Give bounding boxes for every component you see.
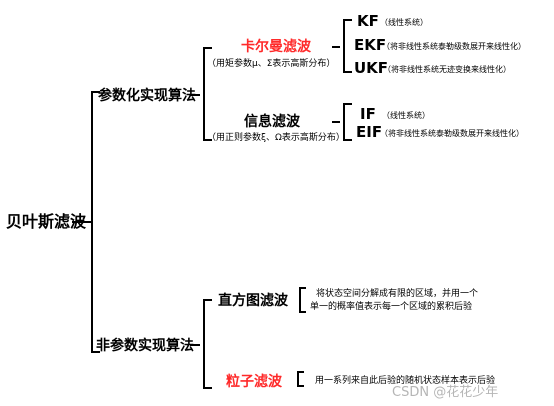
if-desc: （线性系统）	[382, 111, 430, 120]
particle-desc: 用一系列来自此后验的随机状态样本表示后验	[315, 376, 496, 386]
kalman-note: （用矩参数μ、Σ表示高斯分布）	[207, 59, 336, 69]
ukf-name: UKF	[354, 59, 389, 77]
eif-name: EIF	[356, 123, 383, 141]
ukf-desc: （将非线性系统无迹变换来线性化）	[383, 65, 511, 74]
root-label: 贝叶斯滤波	[6, 212, 87, 231]
particle-brace	[297, 371, 304, 387]
info-note: （用正则参数ξ、Ω表示高斯分布）	[207, 133, 345, 143]
watermark: CSDN @花花少年	[392, 385, 499, 400]
root-brace	[91, 91, 100, 353]
histogram-desc-line1: 将状态空间分解成有限的区域，并用一个	[316, 289, 479, 299]
histogram-label: 直方图滤波	[218, 293, 288, 309]
ekf-name: EKF	[354, 36, 387, 54]
kalman-label: 卡尔曼滤波	[241, 39, 311, 55]
kf-desc: （线性系统）	[380, 18, 428, 27]
kf-name: KF	[357, 12, 379, 30]
info-brace	[343, 103, 352, 141]
nonparam-branch-label: 非参数实现算法	[96, 338, 194, 354]
ekf-desc: （将非线性系统泰勒级数展开来线性化）	[382, 42, 526, 51]
param-branch-label: 参数化实现算法	[98, 88, 196, 104]
histogram-brace	[299, 287, 306, 313]
particle-label: 粒子滤波	[226, 374, 282, 390]
info-label: 信息滤波	[244, 114, 300, 130]
nonparam-brace	[203, 299, 212, 389]
param-brace	[203, 47, 212, 141]
if-name: IF	[360, 105, 376, 123]
histogram-desc-line2: 单一的概率值表示每一个区域的累积后验	[310, 302, 473, 312]
eif-desc: （将非线性系统泰勒级数展开来线性化）	[380, 129, 524, 138]
kalman-brace	[343, 19, 352, 73]
